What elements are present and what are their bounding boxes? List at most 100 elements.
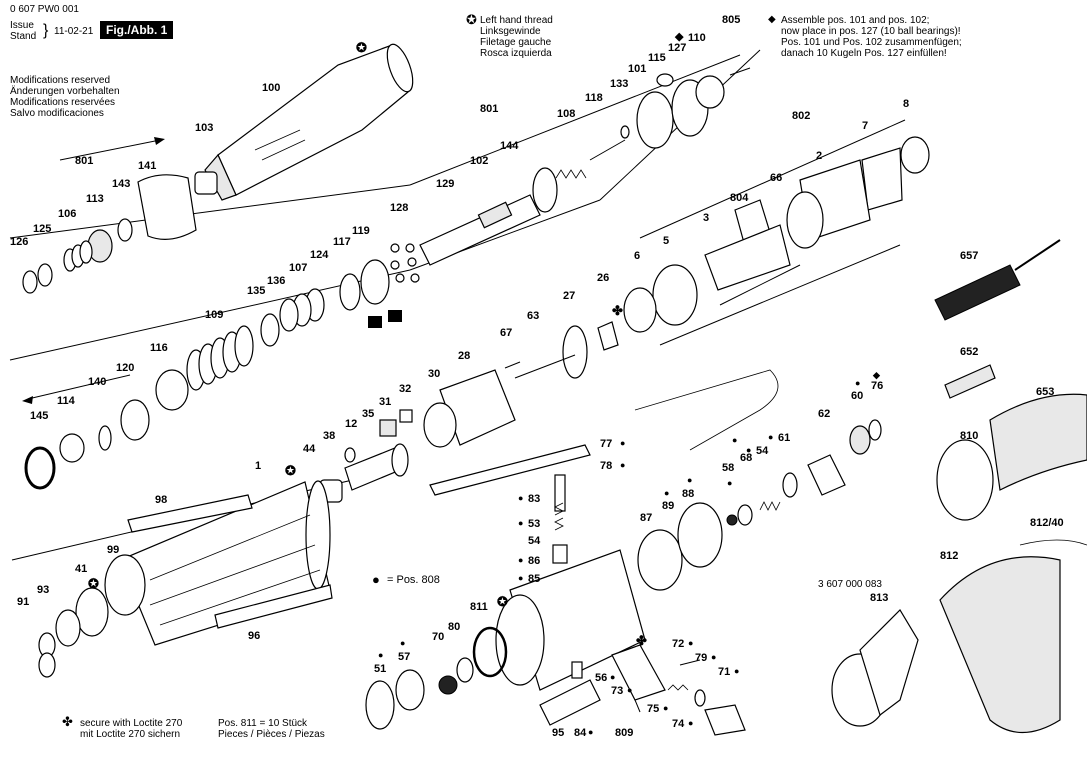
dot-84-icon: ● — [588, 727, 594, 737]
label-58: 58 — [722, 462, 735, 474]
assemble-note-4: danach 10 Kugeln Pos. 127 einfüllen! — [781, 48, 947, 59]
dot-86-icon: ● — [518, 555, 524, 565]
label-27: 27 — [563, 290, 576, 302]
label-88: 88 — [682, 488, 695, 500]
oring-145 — [24, 446, 56, 490]
label-128: 128 — [390, 202, 409, 214]
label-113: 113 — [86, 193, 104, 205]
screwdriver-657-shaft — [1014, 239, 1061, 271]
diamond-icon: ◆ — [768, 14, 776, 25]
part-652 — [944, 364, 996, 399]
spring-106 — [63, 240, 93, 272]
gear-31 — [379, 419, 397, 437]
dot-78-icon: ● — [620, 460, 626, 470]
label-79: 79 — [695, 652, 708, 664]
label-652: 652 — [960, 346, 979, 358]
label-53: 53 — [528, 518, 541, 530]
label-72: 72 — [672, 638, 685, 650]
issue-label: Issue — [10, 20, 34, 31]
part-813 — [859, 609, 919, 716]
star-811-icon: ✪ — [497, 594, 508, 609]
pin-67 — [504, 361, 521, 369]
part-99 — [104, 554, 146, 616]
left-hand-thread-es: Rosca izquierda — [480, 48, 552, 59]
label-75: 75 — [647, 703, 660, 715]
part-square-b — [388, 310, 402, 322]
part-133 — [620, 125, 630, 139]
assemble-note-1: Assemble pos. 101 and pos. 102; — [781, 15, 930, 26]
pin-72 — [679, 659, 701, 666]
part-141 — [137, 174, 197, 240]
handle-812 — [939, 556, 1061, 733]
label-108: 108 — [557, 108, 576, 120]
label-51: 51 — [374, 663, 387, 675]
pos808-note: = Pos. 808 — [387, 574, 440, 586]
label-811: 811 — [470, 601, 488, 613]
ring-110 — [695, 75, 725, 109]
part-810 — [936, 439, 994, 521]
cylinder-2-end — [786, 191, 824, 249]
label-101: 101 — [628, 63, 647, 75]
label-1: 1 — [255, 460, 262, 472]
label-102: 102 — [470, 155, 489, 167]
spring-108 — [555, 169, 587, 179]
part-93 — [55, 609, 81, 647]
label-84: 84 — [574, 727, 587, 739]
spring-75 — [667, 684, 689, 691]
label-3: 3 — [703, 212, 710, 224]
label-89: 89 — [662, 500, 675, 512]
label-60: 60 — [851, 390, 864, 402]
diamond-127-icon: ◆ — [675, 31, 684, 43]
label-31: 31 — [379, 396, 392, 408]
dot-88-icon: ● — [687, 475, 693, 485]
star-icon: ✪ — [466, 12, 477, 27]
label-809: 809 — [615, 727, 634, 739]
loctite-en: secure with Loctite 270 — [80, 718, 183, 729]
label-129: 129 — [436, 178, 455, 190]
label-118: 118 — [585, 92, 603, 104]
label-66: 66 — [770, 172, 783, 184]
part-41 — [75, 587, 109, 637]
modifications-en: Modifications reserved — [10, 75, 111, 86]
label-136: 136 — [267, 275, 286, 287]
bearing-6 — [623, 287, 657, 333]
part-84 — [571, 661, 583, 679]
label-71: 71 — [718, 666, 731, 678]
label-98: 98 — [155, 494, 168, 506]
line-66 — [719, 264, 801, 306]
label-140: 140 — [88, 376, 107, 388]
dot-58-icon: ● — [727, 478, 733, 488]
dot-56-icon: ● — [610, 672, 616, 682]
dot-57-icon: ● — [400, 638, 406, 648]
assemble-note-3: Pos. 101 und Pos. 102 zusammenfügen; — [781, 37, 962, 48]
springs-124-107 — [260, 288, 325, 347]
loctite-72-icon: ✤ — [636, 633, 647, 648]
balls-128 — [390, 243, 420, 283]
part-5 — [652, 264, 698, 326]
label-77: 77 — [600, 438, 613, 450]
modifications-fr: Modifications reservées — [10, 97, 116, 108]
label-135: 135 — [247, 285, 266, 297]
label-801a: 801 — [75, 155, 94, 167]
part-61 — [782, 472, 798, 498]
label-8: 8 — [903, 98, 910, 110]
left-hand-thread-fr: Filetage gauche — [480, 37, 552, 48]
part-103 — [194, 171, 218, 195]
dot-77-icon: ● — [620, 438, 626, 448]
label-801b: 801 — [480, 103, 499, 115]
dot-72-icon: ● — [688, 638, 694, 648]
part-120 — [120, 399, 150, 441]
brace: } — [43, 22, 49, 39]
label-35: 35 — [362, 408, 375, 420]
dot-74-icon: ● — [688, 718, 694, 728]
label-57: 57 — [398, 651, 411, 663]
valve-housing-end — [495, 594, 545, 686]
label-133: 133 — [610, 78, 629, 90]
label-32: 32 — [399, 383, 412, 395]
part-60 — [849, 425, 871, 455]
part-86 — [552, 544, 568, 564]
dot-51-icon: ● — [378, 650, 384, 660]
part-79 — [694, 689, 706, 707]
ball-70 — [438, 675, 458, 695]
